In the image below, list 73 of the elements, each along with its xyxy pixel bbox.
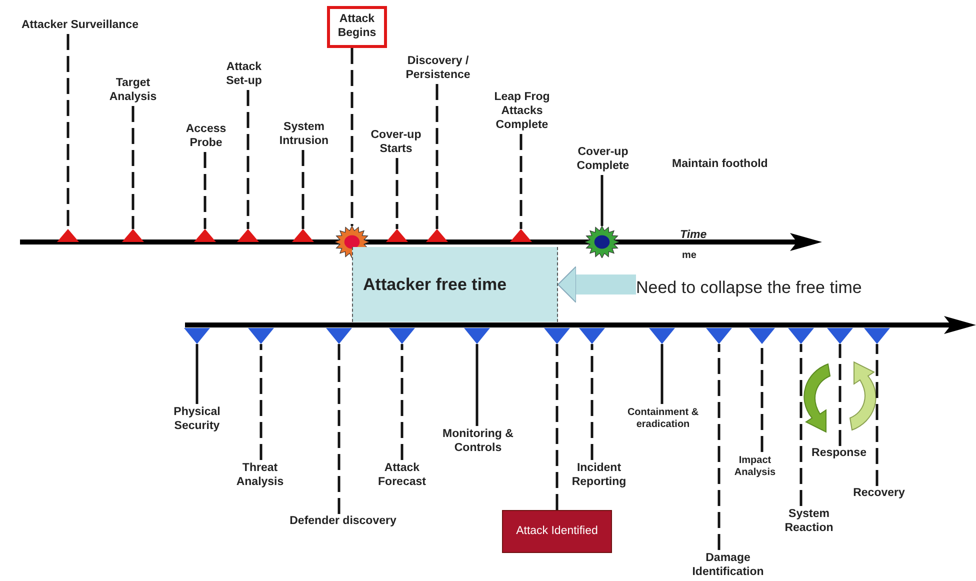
starburst-marker — [585, 226, 619, 258]
event-marker — [649, 328, 675, 344]
event-marker — [706, 328, 732, 344]
leader-line — [400, 344, 404, 460]
event-label: Monitoring & Controls — [434, 426, 522, 458]
time-window-band — [352, 247, 558, 322]
event-label: Incident Reporting — [562, 460, 636, 492]
leader-line — [302, 150, 304, 229]
event-label: Attack Identified — [502, 510, 612, 553]
annotation-text: Time — [680, 229, 707, 241]
event-marker — [579, 328, 605, 344]
event-marker — [389, 328, 415, 344]
leader-line — [718, 344, 720, 550]
event-label: Leap Frog Attacks Complete — [483, 90, 561, 134]
event-label: Attacker Surveillance — [5, 18, 155, 34]
event-label: Containment & eradication — [620, 404, 706, 434]
event-label: Physical Security — [165, 404, 229, 436]
leader-line — [436, 84, 438, 229]
event-marker — [326, 328, 352, 344]
leader-line — [476, 344, 478, 426]
event-label: Attack Forecast — [368, 460, 436, 492]
leader-line — [132, 106, 134, 229]
event-marker — [122, 229, 144, 242]
event-label: Attack Set-up — [216, 60, 272, 90]
event-label: Attack Begins — [327, 6, 387, 48]
leader-line — [520, 134, 522, 229]
event-marker — [292, 229, 314, 242]
event-marker — [184, 328, 210, 344]
event-label: Defender discovery — [276, 514, 410, 530]
event-label: Need to collapse the free time — [636, 275, 906, 301]
annotation-text: Maintain foothold — [672, 158, 768, 170]
event-label: Impact Analysis — [728, 452, 782, 482]
event-label: Damage Identification — [686, 550, 770, 581]
leader-line — [66, 34, 70, 229]
event-label: System Reaction — [774, 506, 844, 538]
leader-line — [600, 175, 604, 226]
leader-line — [800, 344, 802, 506]
event-label: Recovery — [848, 486, 910, 502]
event-marker — [544, 328, 570, 344]
event-label: Target Analysis — [101, 76, 165, 106]
event-marker — [248, 328, 274, 344]
event-label: Threat Analysis — [226, 460, 294, 492]
leader-line — [338, 344, 340, 514]
leader-line — [246, 90, 250, 229]
event-marker — [57, 229, 79, 242]
band-label: Attacker free time — [363, 274, 507, 294]
block-arrow — [558, 266, 636, 303]
annotation-text: me — [682, 250, 696, 261]
leader-line — [876, 344, 878, 486]
leader-line — [204, 152, 206, 229]
leader-line — [590, 344, 594, 460]
event-marker — [386, 229, 408, 242]
event-marker — [827, 328, 853, 344]
event-label: System Intrusion — [268, 120, 340, 150]
event-label: Access Probe — [178, 122, 234, 152]
leader-line — [660, 344, 664, 404]
event-marker — [749, 328, 775, 344]
event-marker — [510, 229, 532, 242]
event-marker — [864, 328, 890, 344]
leader-line — [350, 48, 354, 226]
event-marker — [426, 229, 448, 242]
event-label: Response — [808, 446, 870, 462]
leader-line — [556, 344, 558, 510]
event-marker — [194, 229, 216, 242]
event-marker — [237, 229, 259, 242]
event-marker — [788, 328, 814, 344]
leader-line — [260, 344, 262, 460]
leader-line — [396, 158, 398, 229]
event-marker — [464, 328, 490, 344]
leader-line — [196, 344, 198, 404]
event-label: Cover-up Complete — [565, 145, 641, 175]
event-label: Discovery / Persistence — [396, 54, 480, 84]
event-label: Cover-up Starts — [363, 128, 429, 158]
